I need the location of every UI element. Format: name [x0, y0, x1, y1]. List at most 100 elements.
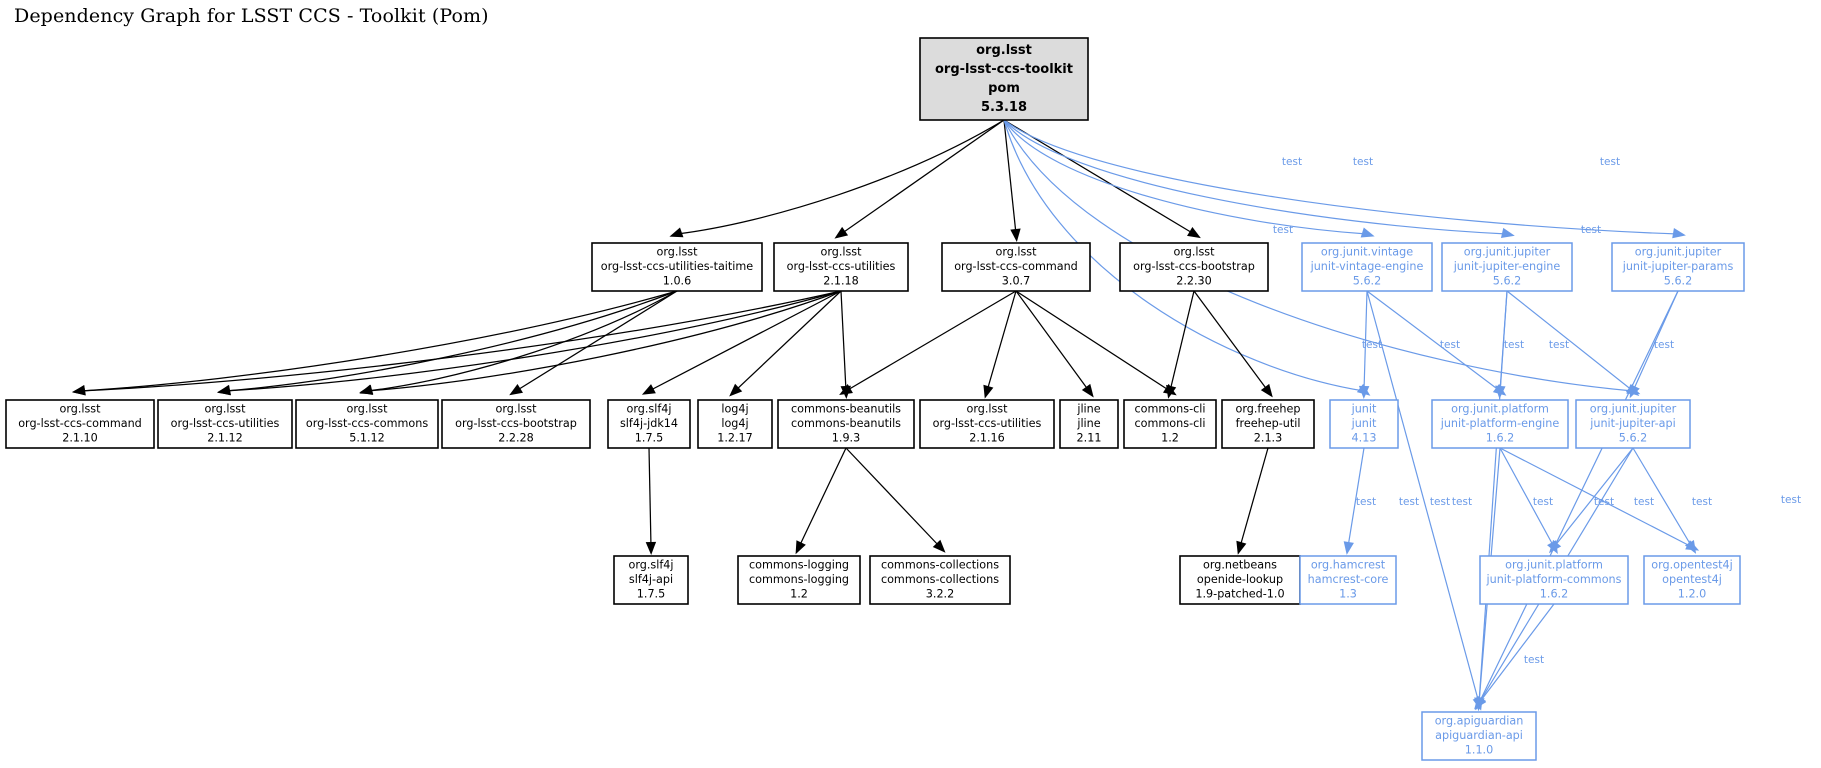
node-box[interactable] — [1301, 242, 1433, 292]
node-box[interactable] — [1441, 242, 1573, 292]
node-box[interactable] — [1479, 555, 1629, 605]
node-box[interactable] — [1059, 399, 1119, 449]
node-artifact-id: commons-logging — [749, 573, 849, 586]
edge-scope-label: test — [1524, 654, 1544, 666]
node-box[interactable] — [1299, 555, 1397, 605]
node-version: 5.3.18 — [981, 100, 1027, 115]
node-artifact-id: org-lsst-ccs-bootstrap — [455, 417, 577, 430]
dependency-edge — [79, 290, 842, 392]
node-version: 2.2.30 — [1176, 275, 1212, 288]
node-box[interactable] — [1575, 399, 1691, 449]
node-version: 1.6.2 — [1540, 588, 1568, 601]
node-box[interactable] — [1221, 399, 1315, 449]
dependency-node[interactable]: org.junit.jupiterjunit-jupiter-params5.6… — [1611, 242, 1745, 292]
node-group-id: org.netbeans — [1203, 559, 1277, 572]
node-box[interactable] — [613, 555, 689, 605]
node-version: 5.6.2 — [1664, 275, 1692, 288]
node-group-id: jline — [1076, 403, 1100, 416]
node-box[interactable] — [1119, 242, 1269, 292]
node-box[interactable] — [697, 399, 773, 449]
node-box[interactable] — [919, 399, 1055, 449]
node-box[interactable] — [607, 399, 691, 449]
node-box[interactable] — [157, 399, 293, 449]
node-group-id: org.lsst — [966, 403, 1008, 416]
node-box[interactable] — [773, 242, 909, 292]
node-box[interactable] — [869, 555, 1011, 605]
node-box[interactable] — [295, 399, 439, 449]
dependency-node[interactable]: org.lsstorg-lsst-ccs-utilities-taitime1.… — [591, 242, 763, 292]
dependency-edge — [648, 290, 842, 392]
edge-arrowhead — [1260, 383, 1273, 398]
node-box[interactable] — [5, 399, 155, 449]
node-artifact-id: commons-collections — [881, 573, 999, 586]
node-box[interactable] — [777, 399, 915, 449]
node-box[interactable] — [919, 37, 1089, 121]
dependency-edge — [366, 290, 678, 392]
node-group-id: org.lsst — [59, 403, 101, 416]
node-box[interactable] — [1643, 555, 1741, 605]
edge-scope-label: test — [1533, 496, 1553, 508]
node-group-id: org.lsst — [1173, 246, 1215, 259]
edge-arrowhead — [359, 384, 373, 396]
node-box[interactable] — [941, 242, 1091, 292]
node-box[interactable] — [441, 399, 591, 449]
node-group-id: commons-collections — [881, 559, 999, 572]
dependency-node[interactable]: org.junit.vintagejunit-vintage-engine5.6… — [1301, 242, 1433, 292]
node-box[interactable] — [1329, 399, 1399, 449]
node-group-id: org.slf4j — [626, 403, 671, 416]
node-box[interactable] — [1431, 399, 1569, 449]
edge-arrowhead — [1672, 228, 1686, 239]
node-box[interactable] — [1611, 242, 1745, 292]
edge-arrowhead — [72, 385, 86, 396]
dependency-node[interactable]: org.junit.platformjunit-platform-commons… — [1479, 555, 1629, 605]
dependency-node[interactable]: org.netbeansopenide-lookup1.9-patched-1.… — [1179, 555, 1301, 605]
dependency-edge — [224, 290, 678, 392]
node-version: 2.1.12 — [207, 432, 243, 445]
node-group-id: org.junit.jupiter — [1464, 246, 1551, 259]
dependency-edge — [734, 290, 842, 392]
node-artifact-id: org-lsst-ccs-bootstrap — [1133, 260, 1255, 273]
node-group-id: org.lsst — [656, 246, 698, 259]
edge-arrowhead — [1684, 540, 1697, 554]
dependency-edge — [1239, 447, 1269, 548]
dependency-node[interactable]: org.junit.jupiterjunit-jupiter-engine5.6… — [1441, 242, 1573, 292]
edge-scope-label: test — [1452, 496, 1472, 508]
node-group-id: org.freehep — [1235, 403, 1300, 416]
dependency-node[interactable]: org.junit.platformjunit-platform-engine1… — [1431, 399, 1569, 449]
dependency-edge — [1478, 603, 1555, 704]
node-box[interactable] — [1421, 711, 1537, 761]
node-box[interactable] — [1123, 399, 1217, 449]
edge-arrowhead — [1549, 539, 1562, 554]
edge-scope-label: test — [1594, 496, 1614, 508]
node-group-id: org.lsst — [495, 403, 537, 416]
node-box[interactable] — [737, 555, 861, 605]
dependency-node[interactable]: commons-collectionscommons-collections3.… — [869, 555, 1011, 605]
node-artifact-id: junit-platform-commons — [1486, 573, 1622, 586]
node-artifact-id: opentest4j — [1662, 573, 1722, 586]
node-box[interactable] — [591, 242, 763, 292]
dependency-edge — [1003, 119, 1679, 235]
